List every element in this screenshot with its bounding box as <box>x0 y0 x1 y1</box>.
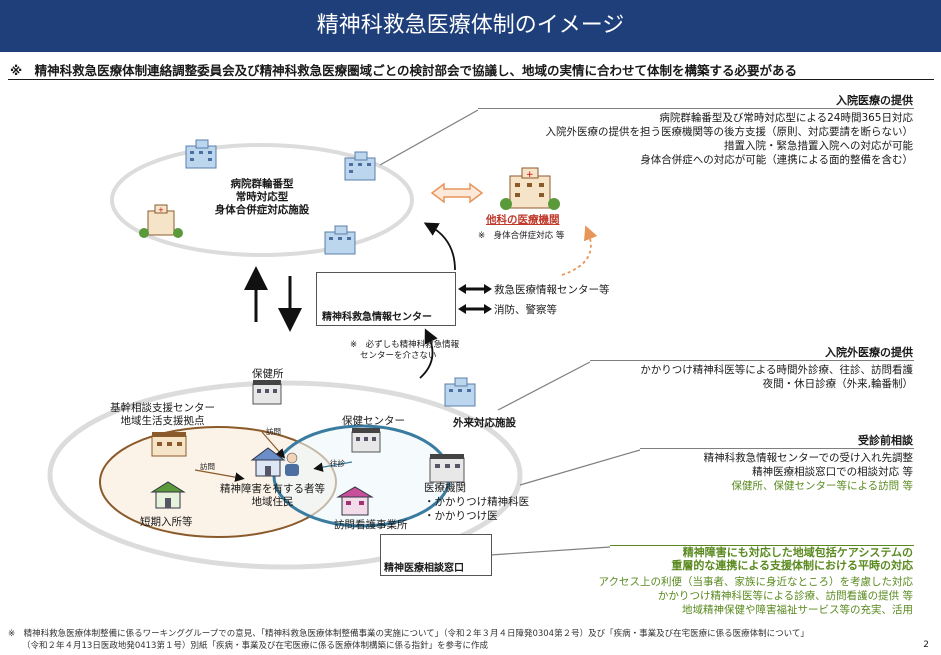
outpatient-facility-label: 外来対応施設 <box>453 417 516 429</box>
other-dept-note: ※ 身体合併症対応 等 <box>478 231 565 241</box>
visiting-nursing-label: 訪問看護事業所 <box>334 519 408 531</box>
community-outer-ellipse <box>47 380 523 570</box>
medical-institution-label: 医療機関 ・かかりつけ精神科医 ・かかりつけ医 <box>424 482 530 522</box>
health-center-icon <box>351 428 381 453</box>
inpatient-divider <box>478 108 914 109</box>
connector-outpatient <box>497 361 591 411</box>
info-center-label: 精神科救急情報センター <box>322 312 432 323</box>
hospital-group-ellipse <box>110 143 414 257</box>
info-center-box <box>316 272 456 326</box>
public-health-center-icon <box>252 380 282 405</box>
page-title: 精神科救急医療体制のイメージ <box>316 13 625 38</box>
pre-consult-lines: 精神科救急情報センターでの受け入れ先調整 精神医療相談窓口での相談対応 等 保健… <box>703 452 913 492</box>
title-bar <box>0 0 941 52</box>
outpatient-heading: 入院外医療の提供 <box>825 346 913 359</box>
page-number: 2 <box>923 640 929 650</box>
other-dept-hospital-icon: + <box>500 167 560 210</box>
public-health-center-label: 保健所 <box>252 368 284 380</box>
inpatient-lines: 病院群輪番型及び常時対応型による24時間365日対応 入院外医療の提供を担う医療… <box>545 112 914 166</box>
visit-label: 訪問 <box>266 427 281 436</box>
pre-consult-divider <box>640 448 914 449</box>
info-link-fire-police: 消防、警察等 <box>494 304 557 316</box>
consult-center-label: 基幹相談支援センター 地域生活支援拠点 <box>110 402 215 427</box>
note-no-center: ※ 必ずしも精神科救急情報 センターを介さない <box>350 340 460 361</box>
connector-preconsult <box>519 449 641 486</box>
hospital-icon <box>185 139 217 169</box>
footer-note: ※ 精神科救急医療体制整備に係るワーキンググループでの意見、「精神科救急医療体制… <box>8 629 809 651</box>
svg-text:+: + <box>158 206 164 214</box>
person-icon <box>285 452 299 476</box>
health-center-label: 保健センター <box>342 415 405 427</box>
consult-window-label: 精神医療相談窓口 <box>384 563 464 574</box>
community-divider <box>610 545 914 546</box>
short-stay-label: 短期入所等 <box>140 516 193 528</box>
consult-window-box <box>380 534 492 576</box>
notice-underline <box>8 79 934 80</box>
hospital-group-label: 病院群輪番型 常時対応型 身体合併症対応施設 <box>214 178 310 216</box>
resident-label: 精神障害を有する者等 地域住民 <box>220 483 325 508</box>
house-call-label: 往診 <box>330 459 345 468</box>
hospital-other-dept-arrow <box>430 182 484 204</box>
short-stay-icon <box>150 481 186 509</box>
hospital-icon <box>344 151 376 181</box>
pre-consult-heading: 受診前相談 <box>858 434 913 447</box>
info-link-arrows <box>458 284 492 314</box>
connector-inpatient <box>379 109 479 166</box>
inpatient-heading: 入院医療の提供 <box>836 94 913 107</box>
medical-institution-icon <box>429 454 465 483</box>
hospital-icon <box>324 225 356 255</box>
visit-label: 訪問 <box>200 462 215 471</box>
other-dept-label: 他科の医療機関 <box>486 214 560 226</box>
outpatient-facility-icon <box>444 377 476 407</box>
outpatient-divider <box>590 360 914 361</box>
community-heading: 精神障害にも対応した地域包括ケアシステムの 重層的な連携による支援体制における平… <box>671 546 913 572</box>
info-link-emergency: 救急医療情報センター等 <box>494 284 610 296</box>
home-icon <box>250 447 286 477</box>
hospital-icon: + <box>139 204 183 238</box>
outpatient-lines: かかりつけ精神科医等による時間外診療、往診、訪問看護 夜間・休日診療（外来,輪番… <box>640 364 913 390</box>
notice-text: ※ 精神科救急医療体制連絡調整委員会及び精神科救急医療圏域ごとの検討部会で協議し… <box>10 63 798 78</box>
community-lines: アクセス上の利便（当事者、家族に身近なところ）を考慮した対応 かかりつけ精神科医… <box>598 576 913 616</box>
connector-community <box>489 546 611 556</box>
visiting-nursing-icon <box>336 486 374 516</box>
consult-center-icon <box>151 432 187 457</box>
svg-text:+: + <box>526 170 534 180</box>
